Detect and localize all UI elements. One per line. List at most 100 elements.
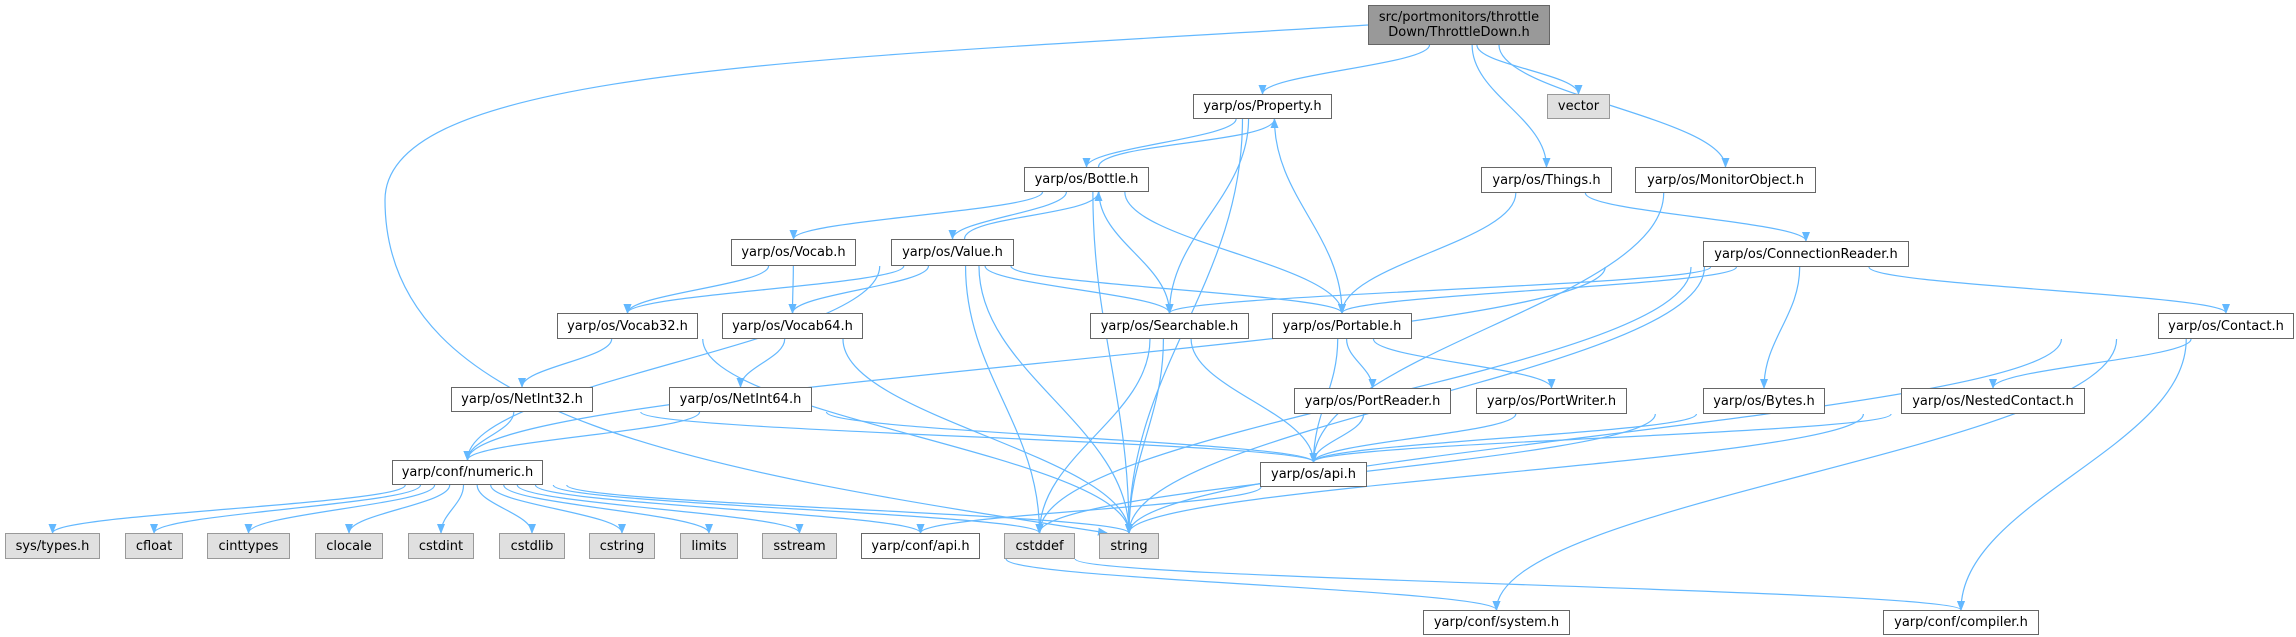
node-cstdlib: cstdlib	[499, 533, 565, 559]
edge-nestedcontact-to-osapi	[1309, 413, 1892, 463]
edge-searchable-to-osapi	[1190, 338, 1318, 463]
edge-vocab64-to-string	[842, 338, 1133, 534]
edge-root-to-string	[384, 24, 1369, 536]
edge-numeric-to-cinttypes	[244, 484, 436, 534]
node-confsystem[interactable]: yarp/conf/system.h	[1423, 610, 1570, 635]
node-bottle[interactable]: yarp/os/Bottle.h	[1024, 167, 1149, 192]
edge-numeric-to-limits	[503, 484, 713, 534]
node-nestedcontact[interactable]: yarp/os/NestedContact.h	[1901, 388, 2085, 414]
node-portable[interactable]: yarp/os/Portable.h	[1272, 313, 1412, 339]
edge-bottle-to-property	[1097, 118, 1279, 168]
node-numeric[interactable]: yarp/conf/numeric.h	[392, 460, 543, 485]
edge-contact-to-compiler	[1957, 338, 2187, 611]
edge-netint32-to-osapi	[640, 411, 1318, 463]
edge-bottle-to-vocab	[789, 191, 1044, 240]
edge-things-to-connreader	[1584, 192, 1810, 242]
node-monitor[interactable]: yarp/os/MonitorObject.h	[1635, 167, 1816, 193]
edge-contact-to-confsystem	[1492, 338, 2118, 611]
edge-contact-to-string	[1125, 338, 2063, 534]
node-cinttypes: cinttypes	[207, 533, 290, 559]
edge-numeric-to-confapi	[534, 484, 925, 534]
edge-bottle-to-string	[1092, 191, 1133, 534]
edge-value-to-string	[978, 265, 1133, 534]
edge-numeric-to-cstring	[490, 484, 626, 534]
node-contact[interactable]: yarp/os/Contact.h	[2158, 313, 2294, 339]
edge-netint64-to-numeric	[463, 411, 701, 461]
edge-numeric-to-cfloat	[150, 484, 422, 534]
edge-value-to-cstddef	[964, 265, 1044, 534]
edge-numeric-to-sstream	[516, 484, 804, 534]
node-clocale: clocale	[315, 533, 383, 559]
node-bytes[interactable]: yarp/os/Bytes.h	[1703, 388, 1825, 414]
node-netint32[interactable]: yarp/os/NetInt32.h	[451, 387, 593, 412]
edge-monitor-to-osapi	[1309, 192, 1665, 463]
edge-value-to-bottle	[963, 191, 1103, 240]
edge-value-to-portable	[1010, 265, 1346, 314]
node-cstdint: cstdint	[408, 533, 474, 559]
edge-property-to-bottle	[1082, 118, 1237, 168]
edge-vocab32-to-string	[702, 338, 1133, 534]
edge-osapi-to-confapi	[916, 486, 1262, 534]
node-property[interactable]: yarp/os/Property.h	[1193, 94, 1332, 119]
edge-value-to-vocab64	[788, 265, 930, 314]
edge-root-to-things	[1471, 44, 1551, 168]
edge-root-to-monitor	[1498, 44, 1730, 168]
node-vocab64[interactable]: yarp/os/Vocab64.h	[722, 313, 863, 339]
node-cfloat: cfloat	[125, 533, 183, 559]
edge-value-to-numeric	[463, 265, 881, 461]
edge-portwriter-to-osapi	[1309, 413, 1517, 463]
edge-confapi-to-compiler	[1074, 558, 1965, 611]
edge-connreader-to-portable	[1338, 266, 1737, 314]
edge-numeric-to-cstddef	[552, 484, 1044, 534]
edge-contact-to-nestedcontact	[1989, 338, 2192, 389]
edge-netint64-to-osapi	[825, 411, 1318, 463]
node-vocab32[interactable]: yarp/os/Vocab32.h	[557, 313, 698, 339]
edge-connreader-to-contact	[1868, 266, 2230, 314]
edge-vocab-to-vocab64	[788, 265, 797, 314]
edge-confapi-to-confsystem	[1005, 558, 1501, 611]
node-limits: limits	[680, 533, 738, 559]
edge-vocab64-to-netint64	[736, 338, 786, 388]
edge-bottle-to-searchable	[1098, 191, 1174, 314]
node-netint64[interactable]: yarp/os/NetInt64.h	[669, 387, 812, 412]
edge-value-to-searchable	[984, 265, 1174, 314]
edge-numeric-to-systypes	[48, 484, 406, 534]
edge-portable-to-portreader	[1345, 338, 1377, 389]
edge-root-to-property	[1258, 44, 1431, 95]
node-cstddef: cstddef	[1004, 533, 1075, 559]
edge-property-to-portable	[1273, 118, 1346, 314]
edge-numeric-to-string	[566, 484, 1133, 534]
node-portreader[interactable]: yarp/os/PortReader.h	[1294, 388, 1451, 414]
edge-things-to-portable	[1338, 192, 1517, 314]
edge-value-to-vocab32	[623, 265, 905, 314]
edge-numeric-to-cstdlib	[476, 484, 536, 534]
edge-root-to-vector	[1476, 44, 1583, 95]
edge-numeric-to-cstdint	[437, 484, 465, 534]
node-systypes: sys/types.h	[5, 533, 100, 559]
node-cstring: cstring	[589, 533, 655, 559]
edge-numeric-to-clocale	[345, 484, 451, 534]
node-root[interactable]: src/portmonitors/throttle Down/ThrottleD…	[1368, 5, 1550, 45]
node-connreader[interactable]: yarp/os/ConnectionReader.h	[1703, 241, 1909, 267]
node-value[interactable]: yarp/os/Value.h	[891, 239, 1014, 266]
edge-vocab32-to-netint32	[518, 338, 613, 388]
edge-connreader-to-bytes	[1760, 266, 1801, 389]
node-vector: vector	[1547, 94, 1610, 119]
node-things[interactable]: yarp/os/Things.h	[1481, 167, 1612, 193]
edge-bottle-to-value	[948, 191, 1067, 240]
node-compiler[interactable]: yarp/conf/compiler.h	[1883, 610, 2039, 635]
node-sstream: sstream	[762, 533, 837, 559]
node-vocab[interactable]: yarp/os/Vocab.h	[731, 239, 856, 266]
node-searchable[interactable]: yarp/os/Searchable.h	[1090, 313, 1249, 339]
node-string: string	[1099, 533, 1159, 559]
edge-nestedcontact-to-string	[1125, 413, 1864, 534]
edge-connreader-to-searchable	[1165, 266, 1712, 314]
node-portwriter[interactable]: yarp/os/PortWriter.h	[1476, 388, 1627, 414]
edge-property-to-searchable	[1165, 118, 1250, 314]
node-osapi[interactable]: yarp/os/api.h	[1260, 462, 1367, 487]
edge-portable-to-portwriter	[1372, 338, 1556, 389]
edge-connreader-to-numeric	[463, 266, 1606, 461]
node-confapi[interactable]: yarp/conf/api.h	[861, 533, 980, 559]
edge-vocab-to-vocab32	[623, 265, 770, 314]
